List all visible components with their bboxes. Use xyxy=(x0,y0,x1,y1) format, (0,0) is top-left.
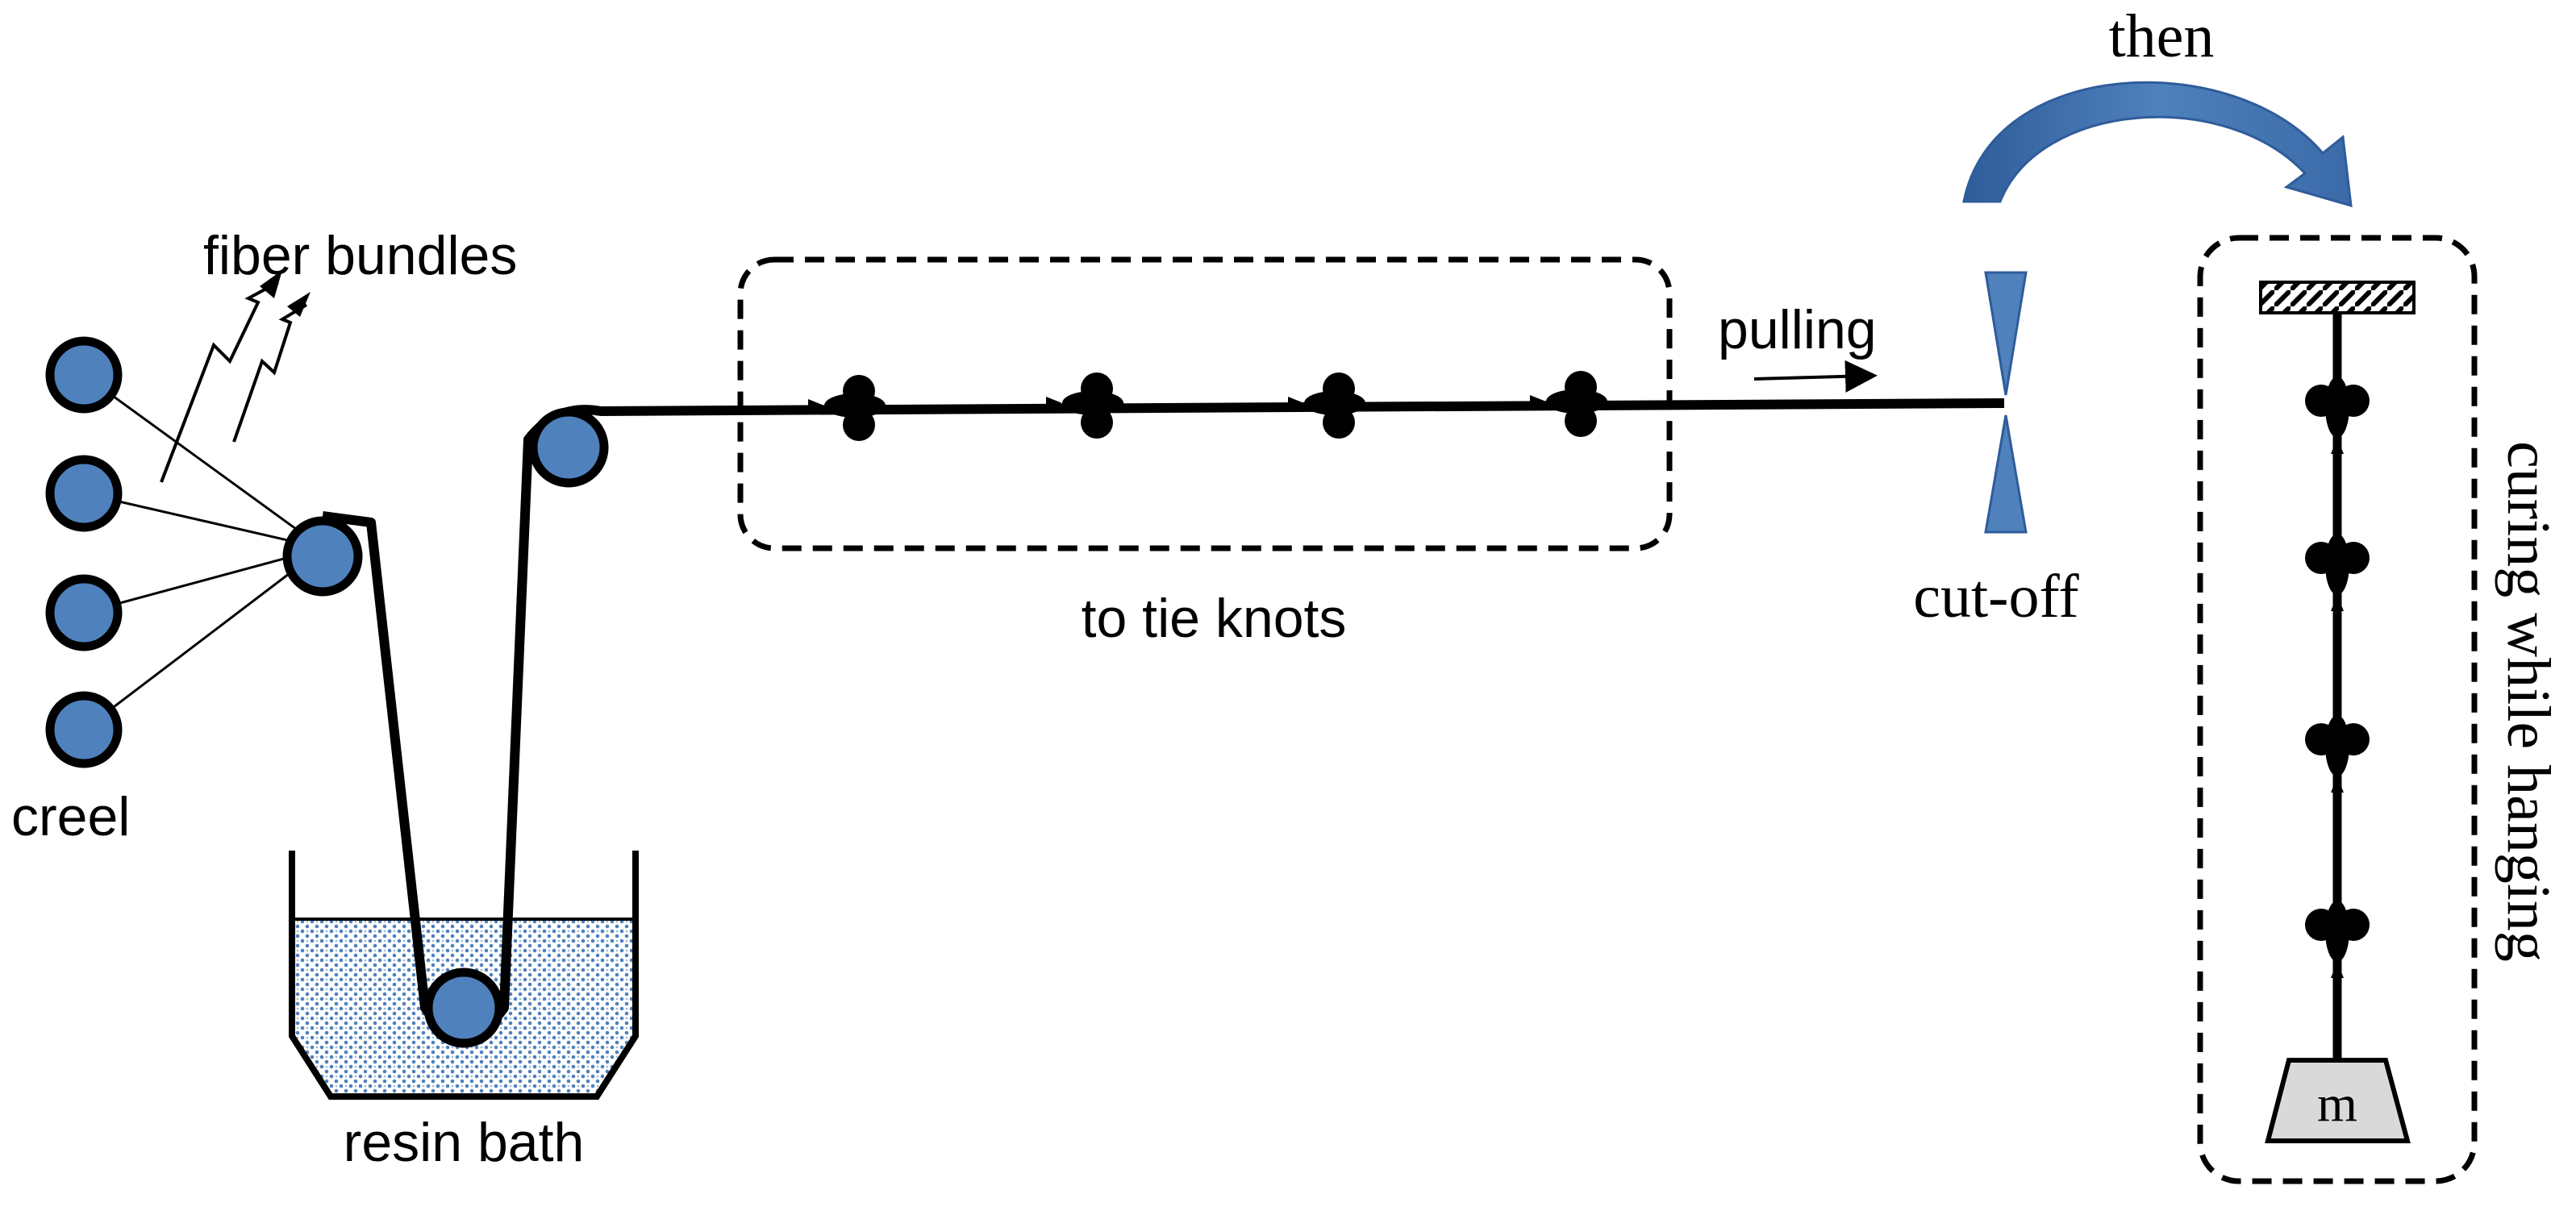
knot xyxy=(2305,715,2370,793)
hanging-assembly xyxy=(2259,281,2416,1143)
resin-tank xyxy=(289,851,639,1100)
creel-roller xyxy=(45,455,123,532)
knot-tying-box xyxy=(737,256,1673,551)
pulling-label: pulling xyxy=(1718,299,1877,360)
knot xyxy=(808,375,886,441)
bath-roller xyxy=(423,968,504,1048)
knot xyxy=(2305,901,2370,978)
guide-roller xyxy=(282,516,363,597)
creel xyxy=(45,336,123,768)
creel-roller xyxy=(45,336,123,414)
mass-label: m xyxy=(2317,1075,2357,1132)
then-label: then xyxy=(2109,2,2215,70)
top-roller xyxy=(528,407,609,488)
knots-vertical xyxy=(2305,377,2370,978)
resin-bath-label: resin bath xyxy=(344,1112,585,1173)
creel-label: creel xyxy=(11,786,130,847)
ceiling-mount xyxy=(2259,281,2416,314)
upper-blade xyxy=(1984,271,2028,396)
pulling-arrow xyxy=(1753,360,1878,393)
creel-roller xyxy=(45,691,123,768)
fiber-bundles-label: fiber bundles xyxy=(203,225,517,286)
knot xyxy=(1288,372,1365,439)
fiber-bundles-pointers xyxy=(160,281,308,483)
then-arrow xyxy=(1962,81,2353,208)
to-tie-knots-label: to tie knots xyxy=(1082,588,1347,649)
curing-box xyxy=(2197,235,2478,1184)
fiber-bundles-arrowheads xyxy=(260,270,311,317)
knot xyxy=(2305,377,2370,454)
weight xyxy=(2265,1058,2411,1143)
knot xyxy=(1530,371,1607,437)
knots-horizontal xyxy=(808,371,1607,441)
curing-while-hanging-label: curing while hanging xyxy=(2495,441,2562,962)
lower-blade xyxy=(1984,414,2028,534)
knot xyxy=(1046,372,1123,439)
knot xyxy=(2305,534,2370,611)
cut-off-blades xyxy=(1984,271,2028,534)
creel-roller xyxy=(45,574,123,651)
cut-off-label: cut-off xyxy=(1913,563,2079,630)
fiber-strands xyxy=(83,373,323,731)
